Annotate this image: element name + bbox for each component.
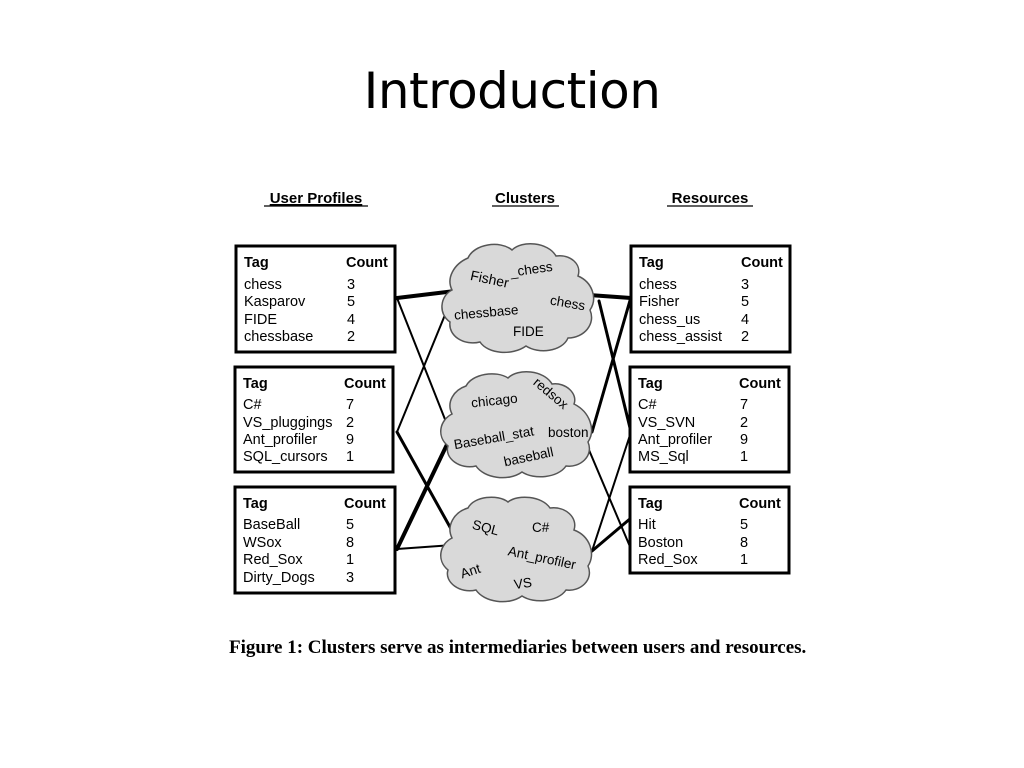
cloud-shape — [441, 243, 595, 354]
header-resources: Resources — [672, 190, 749, 207]
tag-cell: Dirty_Dogs — [243, 570, 315, 586]
connector-lines — [395, 287, 633, 553]
count-cell: 4 — [347, 312, 355, 328]
tag-cell: Red_Sox — [243, 552, 303, 568]
user-profile-table: Tag Count BaseBall 5 WSox 8 Red_Sox 1 Di… — [233, 485, 397, 595]
tag-cell: chess_us — [639, 312, 700, 328]
resource-table: Tag Count C# 7 VS_SVN 2 Ant_profiler 9 M… — [628, 365, 791, 474]
cluster-cloud-baseball: chicago redsox Baseball_stat boston base… — [440, 371, 593, 479]
tag-cell: SQL_cursors — [243, 449, 328, 465]
count-cell: 3 — [346, 570, 354, 586]
cluster-word: Ant — [458, 561, 482, 582]
cluster-word: _chess — [508, 259, 554, 280]
connector-line — [591, 431, 632, 552]
tag-cell: Hit — [638, 517, 656, 533]
tag-cell: Ant_profiler — [638, 432, 712, 448]
tag-cell: MS_Sql — [638, 449, 689, 465]
count-header: Count — [344, 376, 386, 392]
tag-cell: Boston — [638, 535, 683, 551]
resource-table: Tag Count Hit 5 Boston 8 Red_Sox 1 — [628, 485, 791, 575]
cluster-word: FIDE — [513, 324, 544, 339]
cluster-word: chess — [549, 293, 587, 314]
count-header: Count — [741, 255, 783, 271]
connector-line — [590, 516, 633, 553]
cluster-cloud-software: SQL C# Ant_profiler Ant VS — [440, 496, 593, 603]
tag-cell: chess_assist — [639, 329, 722, 345]
tag-header: Tag — [638, 496, 663, 512]
tag-header: Tag — [639, 255, 664, 271]
count-cell: 5 — [741, 294, 749, 310]
cluster-word: SQL — [471, 517, 501, 539]
count-header: Count — [344, 496, 386, 512]
connector-line — [590, 295, 633, 434]
cluster-word: chicago — [470, 391, 518, 411]
count-cell: 3 — [741, 277, 749, 293]
cluster-cloud-chess: _chess Fisher chessbase chess FIDE — [441, 243, 595, 354]
tag-cell: C# — [638, 397, 657, 413]
tag-cell: chessbase — [244, 329, 313, 345]
count-cell: 2 — [741, 329, 749, 345]
count-header: Count — [739, 496, 781, 512]
tag-cell: chess — [244, 277, 282, 293]
tag-cell: Fisher — [639, 294, 679, 310]
count-cell: 5 — [347, 294, 355, 310]
tag-header: Tag — [244, 255, 269, 271]
slide-title: Introduction — [363, 62, 661, 120]
count-header: Count — [739, 376, 781, 392]
tag-header: Tag — [243, 376, 268, 392]
connector-line — [588, 449, 632, 550]
tag-cell: Kasparov — [244, 294, 306, 310]
user-profile-table: Tag Count C# 7 VS_pluggings 2 Ant_profil… — [233, 365, 395, 474]
connector-line — [597, 299, 633, 434]
connector-line — [587, 293, 633, 300]
connector-line — [395, 289, 457, 300]
cluster-word: chessbase — [453, 302, 519, 323]
tag-cell: C# — [243, 397, 262, 413]
count-cell: 2 — [346, 415, 354, 431]
count-cell: 9 — [346, 432, 354, 448]
cloud-shape — [440, 496, 593, 603]
count-header: Count — [346, 255, 388, 271]
tag-cell: FIDE — [244, 312, 277, 328]
tag-header: Tag — [638, 376, 663, 392]
figure-caption: Figure 1: Clusters serve as intermediari… — [229, 637, 807, 658]
count-cell: 3 — [347, 277, 355, 293]
cloud-shape — [440, 371, 593, 479]
count-cell: 8 — [740, 535, 748, 551]
count-cell: 5 — [346, 517, 354, 533]
tag-cell: chess — [639, 277, 677, 293]
tag-cell: VS_SVN — [638, 415, 695, 431]
count-cell: 7 — [740, 397, 748, 413]
cluster-word: C# — [532, 520, 550, 535]
tag-cell: WSox — [243, 535, 282, 551]
count-cell: 1 — [346, 552, 354, 568]
header-user-profiles: User Profiles — [270, 190, 363, 207]
count-cell: 8 — [346, 535, 354, 551]
resource-table: Tag Count chess 3 Fisher 5 chess_us 4 ch… — [629, 244, 792, 354]
tag-cell: BaseBall — [243, 517, 300, 533]
count-cell: 1 — [740, 449, 748, 465]
count-cell: 4 — [741, 312, 749, 328]
count-cell: 2 — [740, 415, 748, 431]
cluster-word: boston — [548, 425, 589, 440]
tag-header: Tag — [243, 496, 268, 512]
tag-cell: Ant_profiler — [243, 432, 317, 448]
count-cell: 5 — [740, 517, 748, 533]
cluster-word: Fisher — [469, 267, 511, 291]
cluster-word: VS — [513, 575, 533, 592]
connector-line — [395, 432, 454, 551]
count-cell: 1 — [346, 449, 354, 465]
tag-cell: Red_Sox — [638, 552, 698, 568]
tag-cell: VS_pluggings — [243, 415, 333, 431]
count-cell: 1 — [740, 552, 748, 568]
count-cell: 9 — [740, 432, 748, 448]
count-cell: 2 — [347, 329, 355, 345]
user-profile-table: Tag Count chess 3 Kasparov 5 FIDE 4 ches… — [234, 244, 397, 354]
count-cell: 7 — [346, 397, 354, 413]
header-clusters: Clusters — [495, 190, 555, 207]
